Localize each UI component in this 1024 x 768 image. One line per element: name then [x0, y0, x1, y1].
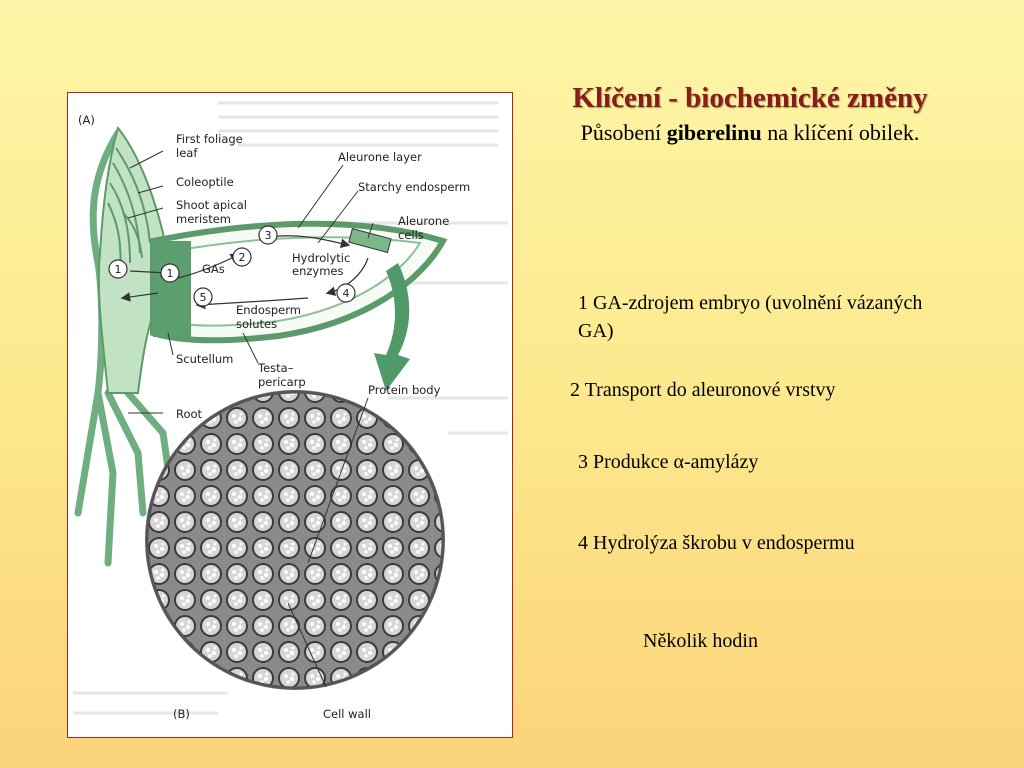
scutellum-region	[153, 241, 191, 337]
figure-diagram: 1 1 2 3 4 5 (A) First	[73, 101, 508, 721]
label-aleurone-cells-1: Aleurone	[398, 214, 449, 228]
label-endosperm-solutes-2: solutes	[236, 317, 277, 331]
panel-b-label: (B)	[173, 707, 190, 721]
embryo-plant	[74, 125, 177, 567]
label-first-foliage-leaf-1: First foliage	[176, 132, 243, 146]
duration-note: Několik hodin	[643, 630, 758, 652]
step-circles	[108, 225, 356, 307]
aleurone-cells-inset	[348, 227, 392, 254]
label-endosperm-solutes-1: Endosperm	[236, 303, 301, 317]
step-4: 4 Hydrolýza škrobu v endospermu	[578, 532, 855, 554]
label-first-foliage-leaf-2: leaf	[176, 146, 198, 160]
circle-1a	[108, 259, 128, 279]
slide-subtitle: Působení giberelinu na klíčení obilek.	[520, 120, 980, 146]
subtitle-highlight: giberelinu	[666, 120, 762, 145]
circle-1a-text: 1	[115, 263, 122, 276]
label-shoot-apical-1: Shoot apical	[176, 198, 247, 212]
label-aleurone-cells-2: cells	[398, 228, 424, 242]
label-shoot-apical-2: meristem	[176, 212, 231, 226]
label-cell-wall: Cell wall	[323, 707, 371, 721]
label-aleurone-layer: Aleurone layer	[338, 150, 422, 164]
step-3: 3 Produkce α-amylázy	[578, 451, 759, 473]
label-testa-1: Testa–	[257, 361, 294, 375]
slide-title: Klíčení - biochemické změny	[572, 82, 928, 114]
circle-2-text: 2	[239, 251, 246, 264]
zoom-arrow	[374, 263, 410, 391]
subtitle-prefix: Působení	[580, 120, 667, 145]
circle-1b-text: 1	[167, 267, 174, 280]
label-coleoptile: Coleoptile	[176, 175, 234, 189]
label-testa-2: pericarp	[258, 375, 306, 389]
circle-3-text: 3	[265, 229, 272, 242]
label-protein-body: Protein body	[368, 383, 441, 397]
step-2: 2 Transport do aleuronové vrstvy	[570, 379, 836, 401]
label-gas: GAs	[202, 262, 225, 276]
circle-1b	[160, 263, 180, 283]
circle-2	[232, 247, 252, 267]
circle-4-text: 4	[343, 287, 350, 300]
label-scutellum: Scutellum	[176, 352, 233, 366]
label-hydrolytic-2: enzymes	[292, 264, 343, 278]
micrograph	[145, 390, 445, 690]
seed-germination-figure: 1 1 2 3 4 5 (A) First	[67, 92, 513, 738]
subtitle-suffix: na klíčení obilek.	[761, 120, 920, 145]
circle-4	[336, 283, 356, 303]
panel-a-label: (A)	[78, 113, 95, 127]
circle-3	[258, 225, 278, 245]
circle-5-text: 5	[200, 291, 207, 304]
step-1: 1 GA-zdrojem embryo (uvolnění vázaných G…	[578, 292, 923, 342]
leader-lines	[127, 150, 374, 688]
label-starchy-endosperm: Starchy endosperm	[358, 180, 470, 194]
label-hydrolytic-1: Hydrolytic	[292, 251, 350, 265]
circle-5	[193, 287, 213, 307]
label-root: Root	[176, 407, 203, 421]
seed-grain	[150, 220, 448, 344]
